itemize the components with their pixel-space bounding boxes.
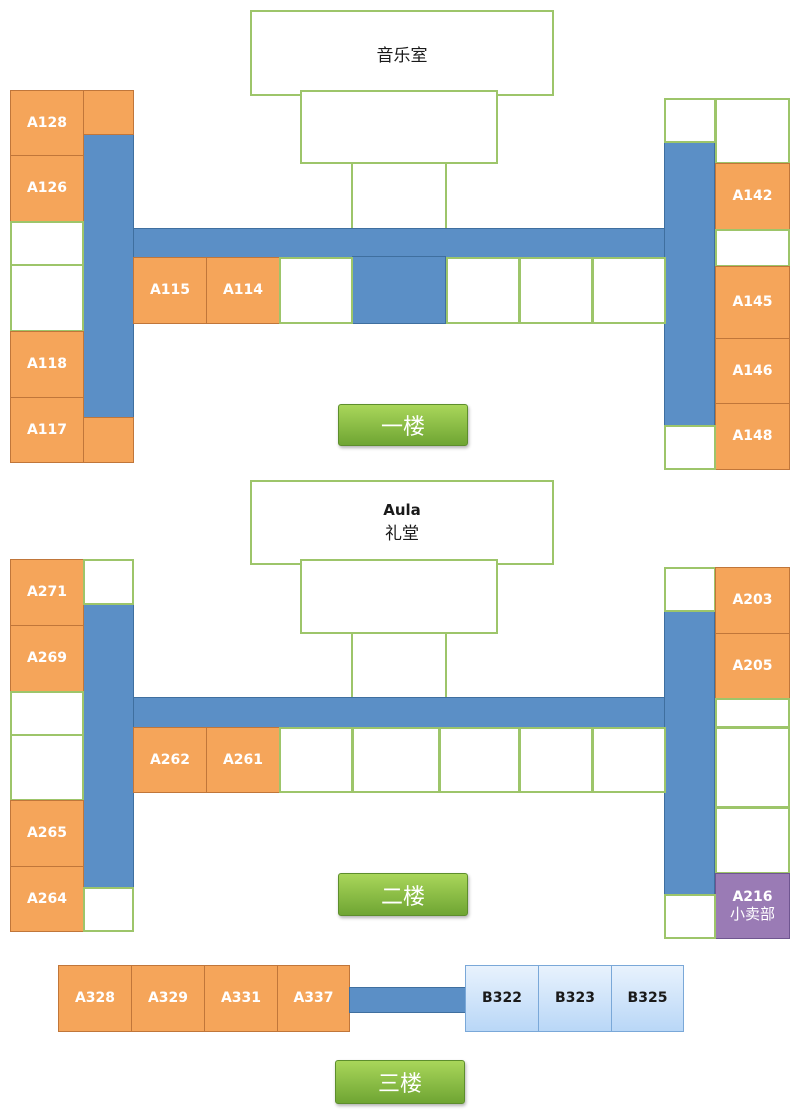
room-a329[interactable]: A329 bbox=[131, 965, 205, 1032]
room-a118[interactable]: A118 bbox=[10, 331, 84, 398]
hall-entrance bbox=[351, 632, 447, 699]
room-empty bbox=[352, 727, 440, 793]
room-label: B322 bbox=[482, 990, 522, 1007]
auditorium-label-cn: 礼堂 bbox=[385, 524, 419, 544]
room-empty bbox=[279, 727, 353, 793]
room-label: A145 bbox=[732, 294, 773, 311]
room-a265[interactable]: A265 bbox=[10, 800, 84, 867]
room-a203[interactable]: A203 bbox=[715, 567, 790, 634]
room-empty bbox=[519, 257, 593, 324]
room-empty bbox=[715, 98, 790, 164]
room-empty bbox=[10, 221, 84, 266]
room-stub-bottom-left bbox=[83, 417, 134, 463]
room-empty bbox=[279, 257, 353, 324]
room-label: A269 bbox=[26, 650, 68, 667]
corridor-right bbox=[664, 142, 715, 426]
room-label: A271 bbox=[26, 584, 68, 601]
room-label: A126 bbox=[26, 180, 68, 197]
floor-label-1: 一楼 bbox=[338, 404, 468, 446]
corridor-left bbox=[83, 604, 134, 888]
room-empty bbox=[446, 257, 520, 324]
hall-annex bbox=[300, 559, 498, 634]
hall-entrance bbox=[351, 162, 447, 230]
corridor-stair bbox=[352, 256, 446, 324]
room-label: A264 bbox=[26, 890, 68, 907]
room-empty bbox=[715, 229, 790, 267]
room-empty bbox=[10, 691, 84, 736]
room-label: A115 bbox=[149, 282, 191, 299]
corridor-right bbox=[664, 611, 715, 895]
corridor-left bbox=[83, 134, 134, 418]
room-label: B323 bbox=[555, 990, 595, 1007]
room-a264[interactable]: A264 bbox=[10, 866, 84, 932]
room-a328[interactable]: A328 bbox=[58, 965, 132, 1032]
room-label: A142 bbox=[732, 188, 773, 205]
auditorium: Aula 礼堂 bbox=[250, 480, 554, 565]
music-room: 音乐室 bbox=[250, 10, 554, 96]
room-empty bbox=[715, 727, 790, 808]
room-a114[interactable]: A114 bbox=[206, 257, 280, 324]
shop-label: 小卖部 bbox=[729, 905, 775, 924]
room-b322[interactable]: B322 bbox=[465, 965, 539, 1032]
room-empty bbox=[592, 727, 666, 793]
room-label: A146 bbox=[732, 362, 773, 379]
room-a142[interactable]: A142 bbox=[715, 163, 790, 230]
corridor-main bbox=[133, 697, 666, 728]
room-a115[interactable]: A115 bbox=[133, 257, 207, 324]
room-empty bbox=[10, 264, 84, 332]
room-a117[interactable]: A117 bbox=[10, 397, 84, 463]
room-empty bbox=[715, 807, 790, 874]
room-label: A328 bbox=[74, 990, 116, 1007]
room-a262[interactable]: A262 bbox=[133, 727, 207, 793]
floor-label-3: 三楼 bbox=[335, 1060, 465, 1104]
room-label: A265 bbox=[26, 825, 68, 842]
room-empty bbox=[664, 425, 716, 470]
room-empty bbox=[10, 734, 84, 801]
room-stub-top-left bbox=[83, 90, 134, 135]
room-a261[interactable]: A261 bbox=[206, 727, 280, 793]
room-a146[interactable]: A146 bbox=[715, 338, 790, 404]
room-a145[interactable]: A145 bbox=[715, 266, 790, 339]
room-a205[interactable]: A205 bbox=[715, 633, 790, 699]
room-empty bbox=[664, 567, 716, 612]
room-label: A148 bbox=[732, 428, 773, 445]
room-a216-shop[interactable]: A216 小卖部 bbox=[715, 873, 790, 939]
room-a126[interactable]: A126 bbox=[10, 155, 84, 222]
corridor-bridge bbox=[349, 987, 467, 1013]
room-label: B325 bbox=[627, 990, 668, 1007]
room-empty bbox=[83, 559, 134, 605]
auditorium-label-en: Aula bbox=[383, 501, 421, 519]
floor-label-2: 二楼 bbox=[338, 873, 468, 916]
room-a269[interactable]: A269 bbox=[10, 625, 84, 692]
room-label: A262 bbox=[149, 751, 191, 768]
room-empty bbox=[519, 727, 593, 793]
room-empty bbox=[439, 727, 520, 793]
room-empty bbox=[715, 698, 790, 728]
music-room-label: 音乐室 bbox=[376, 45, 428, 66]
room-label: A118 bbox=[26, 356, 68, 373]
room-a148[interactable]: A148 bbox=[715, 403, 790, 470]
room-label: A117 bbox=[26, 421, 68, 438]
room-label: A203 bbox=[732, 592, 773, 609]
room-a337[interactable]: A337 bbox=[277, 965, 350, 1032]
room-a271[interactable]: A271 bbox=[10, 559, 84, 626]
room-label: A329 bbox=[147, 990, 189, 1007]
room-label: A216 bbox=[732, 888, 773, 905]
room-empty bbox=[83, 887, 134, 932]
room-label: A114 bbox=[222, 282, 264, 299]
room-a128[interactable]: A128 bbox=[10, 90, 84, 156]
room-b325[interactable]: B325 bbox=[611, 965, 684, 1032]
room-a331[interactable]: A331 bbox=[204, 965, 278, 1032]
room-label: A205 bbox=[732, 657, 773, 674]
room-empty bbox=[592, 257, 666, 324]
hall-annex bbox=[300, 90, 498, 164]
room-empty bbox=[664, 894, 716, 939]
room-label: A128 bbox=[26, 114, 68, 131]
room-b323[interactable]: B323 bbox=[538, 965, 612, 1032]
room-label: A331 bbox=[220, 990, 262, 1007]
corridor-main bbox=[133, 228, 666, 258]
room-empty bbox=[664, 98, 716, 143]
room-label: A261 bbox=[222, 751, 264, 768]
room-label: A337 bbox=[293, 990, 334, 1007]
